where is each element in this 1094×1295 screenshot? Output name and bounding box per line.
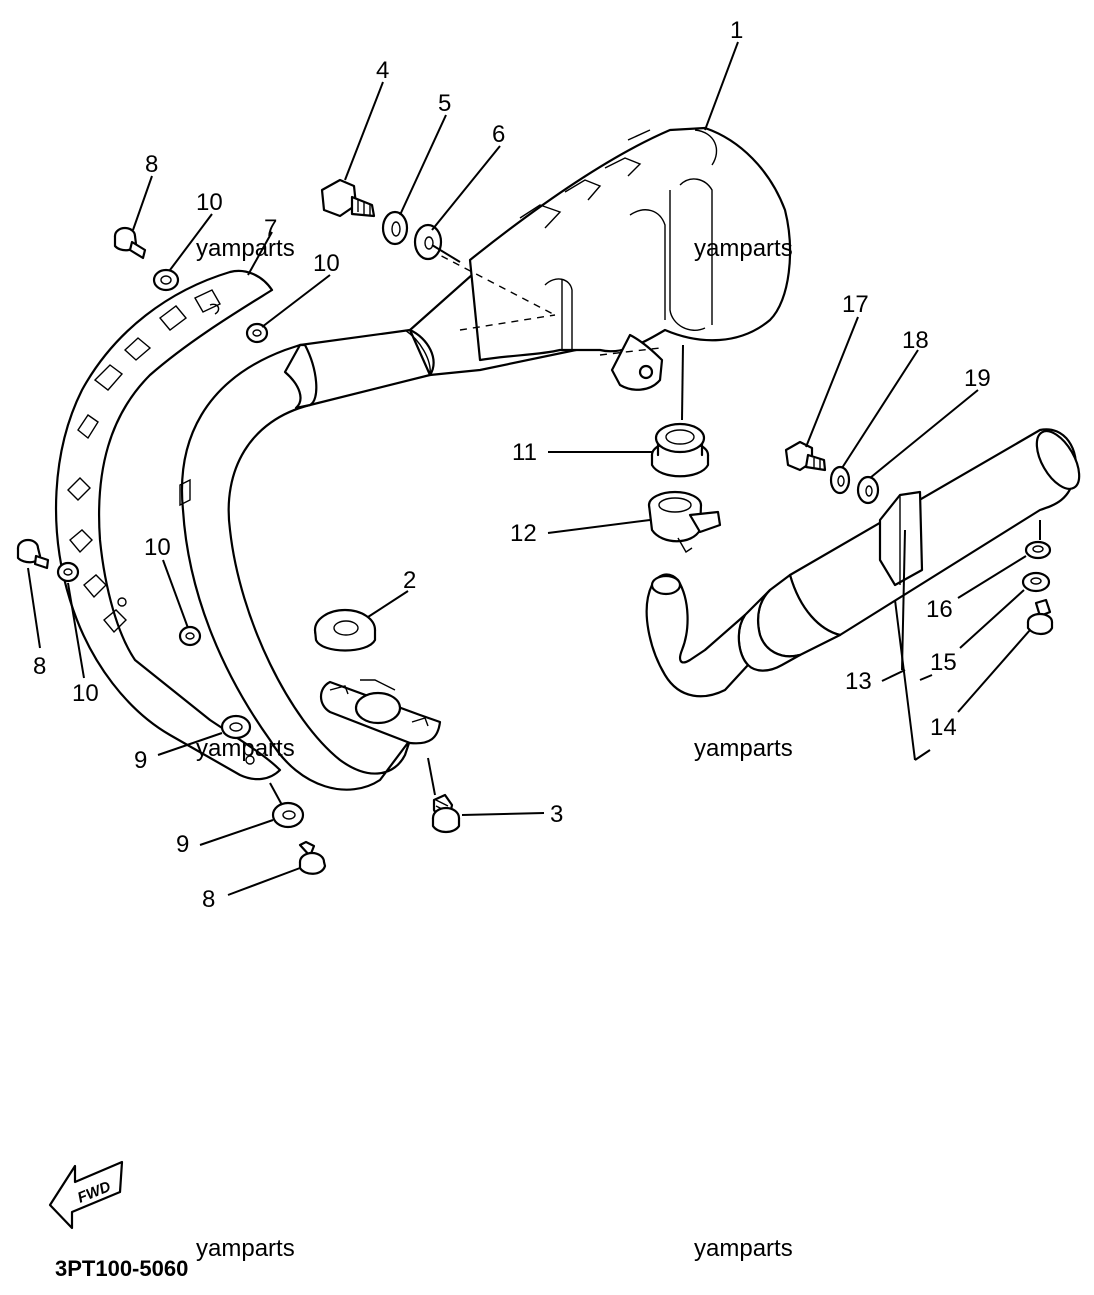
watermark: yamparts [694,1235,793,1262]
washer-6 [413,223,443,261]
collar-16 [1024,540,1052,560]
callout-8-bottom: 8 [202,886,215,913]
callout-8-top: 8 [145,151,158,178]
callout-8-left: 8 [33,653,46,680]
muffler-body [179,126,792,791]
silencer [645,428,1081,698]
callout-14: 14 [930,714,957,741]
callout-5: 5 [438,90,451,117]
callout-11: 11 [512,439,537,466]
watermark: yamparts [196,235,295,262]
grommet-10-d [178,625,202,647]
bolt-17 [784,440,827,472]
grommet-15 [1021,571,1051,593]
spring-washer-18 [829,465,851,495]
callout-3: 3 [550,801,563,828]
callout-16: 16 [926,596,953,623]
callout-10-d: 10 [72,680,99,707]
watermark: yamparts [694,235,793,262]
callout-labels: 1 2 3 4 5 6 7 8 8 8 9 9 10 10 10 10 11 1… [33,17,991,913]
clamp-12 [647,490,722,553]
callout-13: 13 [845,668,872,695]
callout-18: 18 [902,327,929,354]
bolt-4 [320,178,376,218]
washer-19 [856,475,880,505]
callout-10-a: 10 [196,189,223,216]
callout-15: 15 [930,649,957,676]
collar-9-upper [220,714,252,740]
callout-12: 12 [510,520,537,547]
screw-8-left [16,538,50,570]
collar-9-lower [271,801,305,829]
callout-10-c: 10 [144,534,171,561]
exhaust-flange [319,679,442,745]
callout-2: 2 [403,567,416,594]
callout-1: 1 [730,17,743,44]
callout-9-lower: 9 [176,831,189,858]
watermark: yamparts [196,735,295,762]
callout-10-b: 10 [313,250,340,277]
grommet-10-b [245,322,269,344]
diagram-code: 3PT100-5060 [55,1256,188,1281]
forward-direction-arrow: FWD [48,1160,124,1230]
callout-19: 19 [964,365,991,392]
leader-lines [27,41,1041,896]
callout-6: 6 [492,121,505,148]
gasket-2 [313,608,377,652]
watermark: yamparts [196,1235,295,1262]
callout-9-upper: 9 [134,747,147,774]
spring-washer-5 [381,210,409,246]
bolt-3 [431,793,461,834]
callout-17: 17 [842,291,869,318]
screw-8-bottom [298,840,327,875]
watermarks: yamparts yamparts yamparts yamparts yamp… [196,235,793,1262]
screw-8-top [113,226,147,260]
grommet-11 [650,422,710,478]
callout-4: 4 [376,57,389,84]
watermark: yamparts [694,735,793,762]
heat-shield [54,269,282,781]
grommet-10-c [56,561,80,583]
callout-7: 7 [264,215,277,242]
grommet-10-a [152,268,180,292]
screw-14 [1026,598,1054,636]
